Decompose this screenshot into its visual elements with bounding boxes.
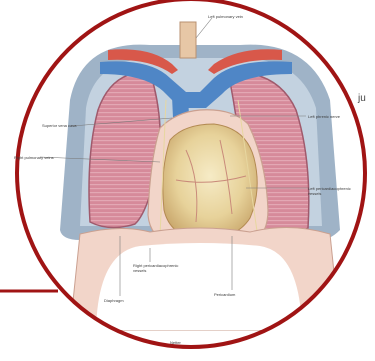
label-left-pulmonary-vein: Left pulmonary vein bbox=[208, 14, 243, 19]
label-left-pericardiacophrenic-vessels: Left pericardiacophrenic vessels bbox=[308, 186, 362, 196]
diaphragm-dome bbox=[96, 243, 302, 330]
trachea bbox=[180, 22, 196, 58]
cropped-outside-text: ju bbox=[358, 93, 366, 104]
label-superior-vena-cava: Superior vena cava bbox=[42, 123, 76, 128]
label-right-pericardiacophrenic-vessels: Right pericardiacophrenic vessels bbox=[133, 263, 185, 273]
label-right-pulmonary-veins: Right pulmonary veins bbox=[14, 155, 54, 160]
label-pericardium: Pericardium bbox=[214, 292, 235, 297]
label-left-phrenic-nerve: Left phrenic nerve bbox=[308, 114, 340, 119]
label-credit: Netter bbox=[170, 340, 181, 345]
label-diaphragm: Diaphragm bbox=[104, 298, 124, 303]
